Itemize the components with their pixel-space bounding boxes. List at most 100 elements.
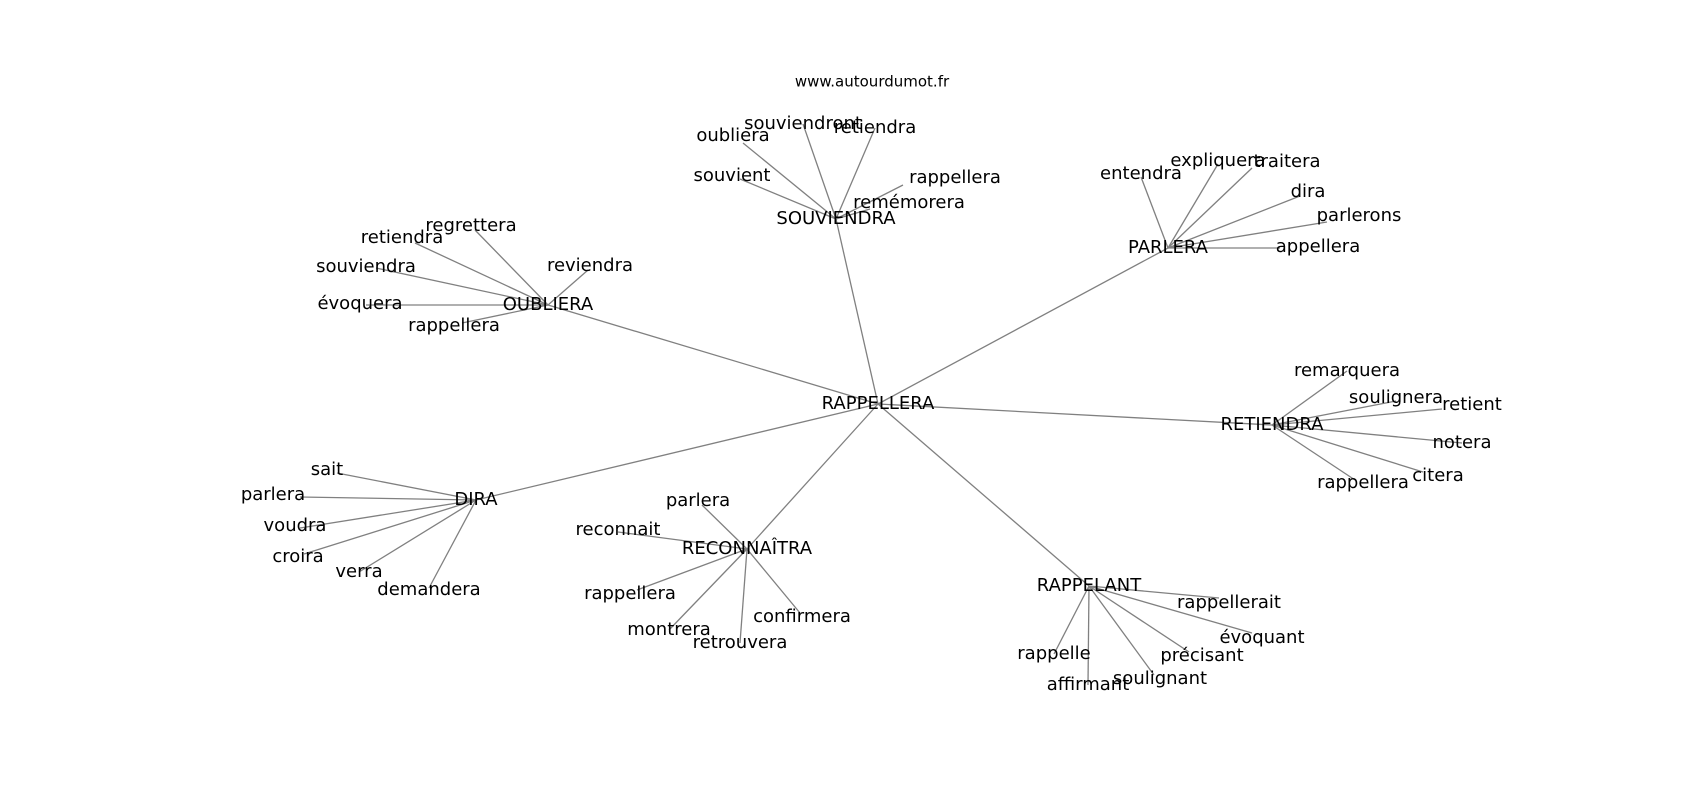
- edge-hub-to-word: [668, 548, 748, 631]
- word-node-label: souvient: [694, 165, 771, 186]
- edge-hub-to-word: [1271, 424, 1463, 444]
- edge-hub-to-word: [428, 499, 477, 589]
- word-node-label: rappellera: [1317, 472, 1409, 493]
- word-node-label: remémorera: [853, 192, 965, 213]
- edge-hub-to-word: [835, 184, 904, 220]
- word-node-label: rappelle: [1017, 643, 1090, 664]
- word-node-label: croira: [272, 546, 323, 567]
- edge-hub-to-word: [1271, 408, 1443, 426]
- word-node-label: retiendra: [834, 117, 916, 138]
- hub-node-label: RETIENDRA: [1221, 414, 1325, 435]
- word-node-label: rappellera: [909, 167, 1001, 188]
- word-node-label: rappellera: [584, 583, 676, 604]
- word-node-label: parlerons: [1317, 205, 1402, 226]
- word-node-label: appellera: [1276, 236, 1360, 257]
- word-node-label: souviendra: [316, 256, 416, 277]
- hub-node-label: RAPPELANT: [1037, 575, 1142, 596]
- edge-hub-to-word: [1167, 163, 1219, 249]
- edge-hub-to-word: [835, 208, 871, 220]
- edge-hub-to-word: [375, 267, 549, 306]
- root-node-label: RAPPELLERA: [822, 393, 935, 414]
- edge-hub-to-word: [739, 548, 748, 644]
- word-node-label: soulignera: [1349, 387, 1443, 408]
- word-node-label: retrouvera: [693, 632, 788, 653]
- edges-layer: [299, 123, 1463, 686]
- word-node-label: rappellera: [408, 315, 500, 336]
- word-node-label: demandera: [377, 579, 480, 600]
- word-node-label: souviendront: [744, 113, 862, 134]
- word-node-label: parlera: [241, 484, 305, 505]
- word-node-label: verra: [335, 561, 382, 582]
- word-node-label: reconnait: [576, 519, 661, 540]
- hub-node-label: SOUVIENDRA: [776, 208, 896, 229]
- edge-hub-to-word: [303, 499, 477, 555]
- watermark-url: www.autourdumot.fr: [795, 73, 950, 91]
- word-node-label: reviendra: [547, 255, 633, 276]
- word-node-label: évoquera: [317, 293, 402, 314]
- edge-hub-to-word: [1271, 424, 1356, 481]
- edge-hub-to-word: [1167, 195, 1301, 249]
- hub-node-label: OUBLIERA: [503, 294, 594, 315]
- edge-hub-to-word: [701, 504, 748, 550]
- edge-hub-to-word: [1088, 585, 1155, 676]
- edge-root-to-hub: [746, 403, 879, 550]
- word-node-label: entendra: [1100, 163, 1182, 184]
- edge-hub-to-word: [299, 499, 477, 529]
- edge-hub-to-word: [1088, 585, 1220, 599]
- edge-hub-to-word: [1271, 400, 1397, 426]
- edge-root-to-hub: [475, 403, 879, 501]
- word-node-label: montrera: [627, 619, 711, 640]
- hub-node-label: RECONNAÎTRA: [682, 537, 813, 559]
- edge-hub-to-word: [746, 548, 801, 614]
- edge-hub-to-word: [547, 269, 589, 306]
- edge-hub-to-word: [414, 242, 549, 306]
- edge-hub-to-word: [1167, 167, 1253, 249]
- edge-root-to-hub: [877, 247, 1169, 405]
- edge-root-to-hub: [877, 403, 1273, 426]
- edge-hub-to-word: [1271, 370, 1348, 426]
- word-node-label: oubliera: [696, 125, 769, 146]
- edge-hub-to-word: [358, 499, 477, 573]
- word-node-label: remarquera: [1294, 360, 1400, 381]
- edge-hub-to-word: [336, 472, 477, 501]
- edge-hub-to-word: [835, 127, 876, 220]
- word-node-label: rappellerait: [1177, 592, 1281, 613]
- edge-hub-to-word: [617, 531, 748, 550]
- hub-node-label: PARLERA: [1128, 237, 1209, 258]
- edge-hub-to-word: [742, 142, 837, 220]
- edge-hub-to-word: [802, 123, 837, 220]
- word-node-label: confirmera: [753, 606, 851, 627]
- edge-hub-to-word: [1088, 585, 1253, 634]
- word-node-label: expliquera: [1170, 150, 1265, 171]
- word-node-label: retient: [1442, 394, 1502, 415]
- labels-layer: RAPPELLERA SOUVIENDRA oublierasouviendront…: [241, 113, 1502, 695]
- word-node-label: dira: [1291, 181, 1326, 202]
- edge-hub-to-word: [299, 496, 477, 501]
- word-node-label: retiendra: [361, 227, 443, 248]
- word-node-label: sait: [311, 459, 343, 480]
- word-node-label: regrettera: [425, 215, 516, 236]
- word-node-label: soulignant: [1113, 668, 1207, 689]
- edge-hub-to-word: [739, 178, 837, 220]
- edge-hub-to-word: [1271, 424, 1424, 473]
- edge-hub-to-word: [474, 229, 549, 306]
- edge-hub-to-word: [1088, 585, 1190, 653]
- edge-hub-to-word: [1167, 221, 1328, 249]
- word-node-label: affirmant: [1047, 674, 1130, 695]
- word-node-label: notera: [1433, 432, 1492, 453]
- edge-hub-to-word: [636, 548, 748, 591]
- edge-hub-to-word: [1053, 585, 1090, 655]
- word-node-label: précisant: [1160, 645, 1243, 666]
- edge-hub-to-word: [461, 304, 549, 324]
- hub-node-label: DIRA: [454, 489, 498, 510]
- edge-root-to-hub: [835, 218, 879, 405]
- word-node-label: traitera: [1253, 151, 1320, 172]
- edge-hub-to-word: [1087, 585, 1090, 686]
- word-node-label: voudra: [264, 515, 327, 536]
- edge-root-to-hub: [547, 304, 879, 405]
- edge-hub-to-word: [1140, 176, 1169, 249]
- word-node-label: évoquant: [1219, 627, 1304, 648]
- edge-root-to-hub: [877, 403, 1090, 587]
- word-node-label: citera: [1412, 465, 1463, 486]
